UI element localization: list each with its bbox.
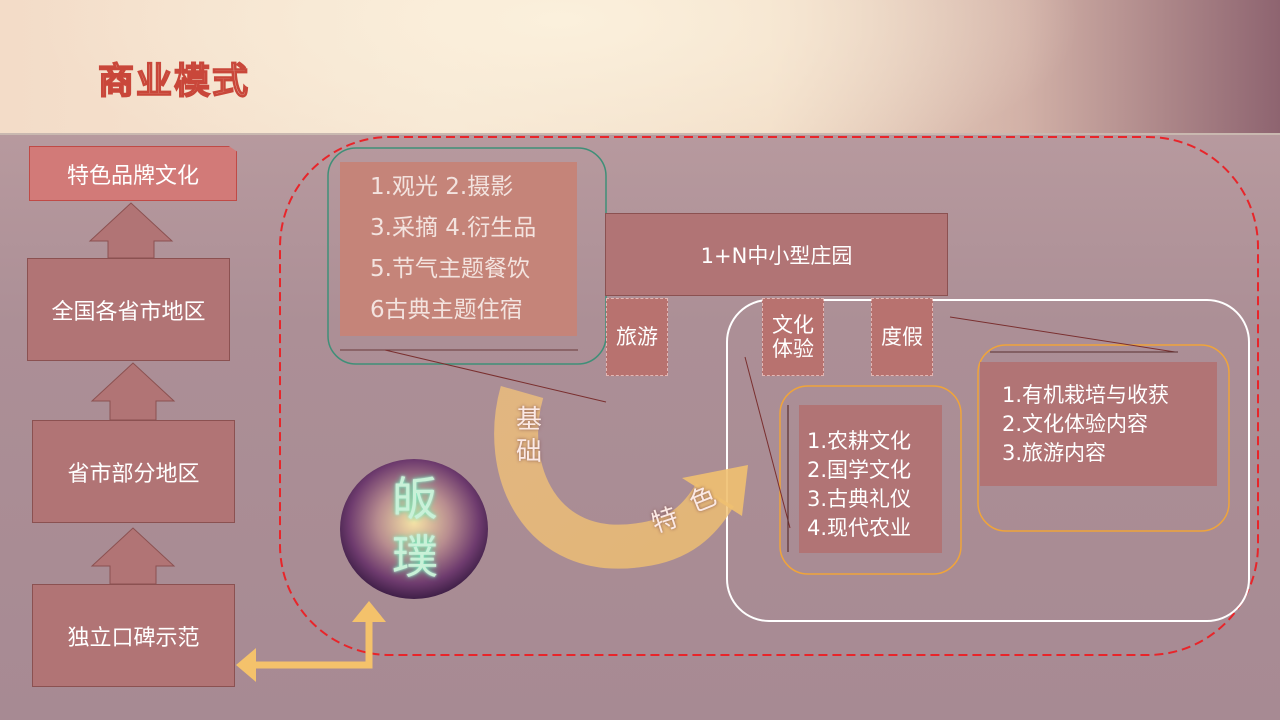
node-resort: 度假 xyxy=(871,298,933,376)
activities-list: 1.观光 2.摄影 3.采摘 4.衍生品 5.节气主题餐饮 6古典主题住宿 xyxy=(370,167,536,331)
foundation-label: 基 础 xyxy=(516,405,543,467)
header-banner xyxy=(0,0,1280,135)
node-resort-label: 度假 xyxy=(881,325,923,349)
logo-text: 皈 璞 xyxy=(384,470,446,586)
curved-arrow xyxy=(494,386,734,569)
activity-item: 6古典主题住宿 xyxy=(370,297,523,323)
culture-item: 3.古典礼仪 xyxy=(807,487,912,511)
brand-culture-box: 特色品牌文化 xyxy=(29,146,237,201)
up-arrow-3 xyxy=(90,527,176,585)
logo-orb xyxy=(340,459,488,599)
independent-demo-box: 独立口碑示范 xyxy=(32,584,235,687)
activities-panel-fill xyxy=(340,162,577,336)
node-travel-label: 旅游 xyxy=(616,325,658,349)
node-culture-label-1: 文化 xyxy=(772,313,814,337)
main-estate-box: 1+N中小型庄园 xyxy=(605,213,948,296)
culture-list: 1.农耕文化 2.国学文化 3.古典礼仪 4.现代农业 xyxy=(807,427,911,543)
resort-item: 1.有机栽培与收获 xyxy=(1002,383,1170,407)
activity-item: 3.采摘 4.衍生品 xyxy=(370,215,537,241)
culture-panel-border xyxy=(779,385,962,575)
resort-list: 1.有机栽培与收获 2.文化体验内容 3.旅游内容 xyxy=(1002,381,1169,468)
activity-item: 1.观光 2.摄影 xyxy=(370,174,514,200)
culture-panel-fill xyxy=(799,405,942,553)
region-national-box: 全国各省市地区 xyxy=(27,258,230,361)
logo-char-2: 璞 xyxy=(392,530,438,584)
elbow-arrow xyxy=(252,615,373,669)
node-travel: 旅游 xyxy=(606,298,668,376)
culture-item: 1.农耕文化 xyxy=(807,429,912,453)
activity-item: 5.节气主题餐饮 xyxy=(370,256,530,282)
region-provincial-box: 省市部分地区 xyxy=(32,420,235,523)
resort-panel-fill xyxy=(980,362,1217,486)
resort-item: 2.文化体验内容 xyxy=(1002,412,1149,436)
up-arrow-1 xyxy=(88,202,174,259)
resort-item: 3.旅游内容 xyxy=(1002,441,1107,465)
culture-item: 4.现代农业 xyxy=(807,516,912,540)
node-culture: 文化 体验 xyxy=(762,298,824,376)
slide-title: 商业模式 xyxy=(97,60,251,102)
curved-arrow-head xyxy=(682,465,748,516)
experience-container xyxy=(726,299,1250,622)
logo-char-1: 皈 xyxy=(392,472,438,526)
up-arrow-2 xyxy=(90,362,176,421)
resort-panel-border xyxy=(977,344,1230,532)
node-culture-label-2: 体验 xyxy=(772,337,814,361)
left-arrows xyxy=(88,202,176,585)
dashed-frame xyxy=(279,136,1259,656)
culture-item: 2.国学文化 xyxy=(807,458,912,482)
